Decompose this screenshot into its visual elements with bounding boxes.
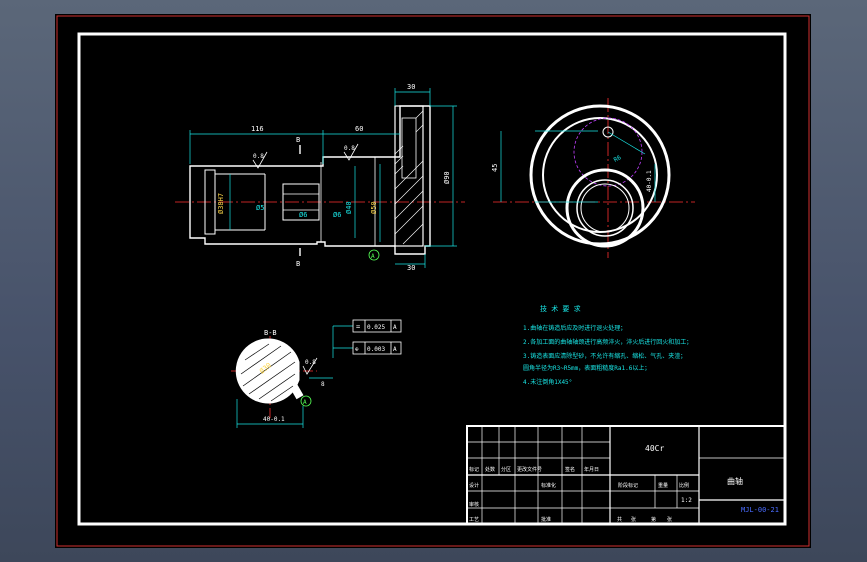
svg-text:A: A (371, 253, 375, 260)
section-depth: 40-0.1 (263, 416, 285, 423)
left-bore (204, 169, 216, 235)
tech-title: 技 术 要 求 (540, 304, 581, 313)
part-name: 曲轴 (727, 476, 743, 486)
dim-60: 60 (355, 125, 363, 133)
journal-inner-circle (576, 179, 634, 237)
svg-text:⊕: ⊕ (355, 346, 359, 353)
tech-item-2: 2.各加工面的曲轴轴颈进行高频淬火，淬火后进行回火和加工； (523, 338, 692, 346)
section-width: 8 (321, 381, 325, 388)
drawing-sheet: 116 60 30 30 Ø38H7 Ø5 Ø40 Ø6 Ø6 Ø50 Ø90 (55, 14, 811, 548)
svg-text:签名: 签名 (565, 466, 575, 473)
side-view: 45 R6 40-0.1 (491, 98, 695, 258)
svg-text:0.8: 0.8 (253, 153, 264, 160)
main-view: 116 60 30 30 Ø38H7 Ø5 Ø40 Ø6 Ø6 Ø50 Ø90 (175, 83, 465, 272)
title-block: 标记 处数 分区 更改文件号 签名 年月日 设计 标准化 审核 工艺 批准 40… (466, 425, 786, 525)
svg-text:比例: 比例 (679, 482, 689, 489)
dim-30-top: 30 (407, 83, 415, 91)
journal-outer-circle (565, 168, 645, 248)
svg-text:工艺: 工艺 (469, 517, 479, 523)
roughness-1: 0.8 (252, 151, 268, 169)
dim-30-bottom: 30 (407, 264, 415, 272)
mid-hollow (282, 183, 320, 221)
dim-side-height: 45 (491, 164, 499, 172)
section-mark-bottom: B (296, 260, 300, 268)
svg-text:年月日: 年月日 (584, 466, 599, 473)
dim-mid-small: Ø6 (333, 211, 341, 219)
dim-inner: Ø5 (256, 204, 264, 212)
tech-item-4: 圆角半径为R3~R5mm，表面粗糙度Ra1.6以上； (523, 364, 650, 372)
svg-text:重量: 重量 (658, 482, 668, 489)
tolerance-frame-1: = 0.025 A (332, 319, 402, 358)
material: 40Cr (645, 444, 664, 453)
svg-text:审核: 审核 (469, 501, 479, 508)
svg-text:0.025: 0.025 (367, 324, 385, 331)
svg-text:0.8: 0.8 (344, 145, 355, 152)
dim-mid: Ø50 (370, 201, 378, 214)
outer-border (56, 15, 810, 547)
section-roughness: 0.8 (305, 359, 316, 366)
svg-text:共: 共 (617, 516, 622, 523)
dim-116: 116 (251, 125, 264, 133)
keyway (290, 384, 304, 400)
svg-text:更改文件号: 更改文件号 (517, 466, 542, 473)
roughness-2: 0.8 (343, 143, 359, 161)
oil-hole (602, 126, 614, 138)
tech-item-3: 3.铸造表面应清除型砂，不允许有缩孔、缩松、气孔、夹渣； (523, 352, 686, 360)
flange-hatch (394, 110, 424, 245)
flange-outer-circle (529, 104, 671, 246)
svg-text:分区: 分区 (501, 466, 511, 473)
svg-text:0.003: 0.003 (367, 346, 385, 353)
drawing-canvas[interactable]: 116 60 30 30 Ø38H7 Ø5 Ø40 Ø6 Ø6 Ø50 Ø90 (55, 14, 811, 548)
section-title: B-B (264, 329, 277, 337)
flange (394, 105, 424, 247)
drawing-frame (77, 32, 787, 526)
datum-a-marker (368, 249, 380, 261)
journal-bore-circle (580, 183, 630, 233)
svg-text:第: 第 (651, 516, 656, 523)
flange-inner-circle (542, 117, 658, 233)
tech-item-1: 1.曲轴在铸造后应及时进行退火处理； (523, 324, 626, 332)
tech-item-5: 4.未注倒角1X45° (523, 378, 572, 386)
dim-neck: Ø40 (345, 201, 353, 214)
svg-text:阶段标记: 阶段标记 (618, 482, 638, 489)
svg-text:=: = (356, 323, 360, 331)
scale: 1:2 (681, 497, 692, 504)
tolerance-frame-2: ⊕ 0.003 A (333, 341, 402, 355)
svg-text:A: A (393, 324, 397, 331)
svg-text:批准: 批准 (541, 516, 551, 523)
dim-bore: Ø38H7 (217, 193, 225, 214)
svg-text:张: 张 (631, 516, 636, 523)
section-b-b: B-B Ø30 0.8 8 40-0.1 A (231, 329, 333, 428)
dim-flange: Ø90 (443, 171, 451, 184)
svg-text:张: 张 (667, 516, 672, 523)
dim-side-flange: 40-0.1 (646, 170, 653, 192)
svg-text:标记: 标记 (469, 466, 479, 473)
svg-text:标准化: 标准化 (541, 482, 556, 489)
tech-requirements: 技 术 要 求 1.曲轴在铸造后应及时进行退火处理； 2.各加工面的曲轴轴颈进行… (523, 304, 692, 386)
drawing-number: MJL-00-21 (741, 506, 779, 514)
svg-text:设计: 设计 (469, 482, 479, 489)
svg-text:处数: 处数 (485, 466, 495, 473)
section-datum: A (303, 399, 307, 406)
dim-side-radius: R6 (613, 154, 623, 164)
dim-collar: Ø6 (299, 211, 307, 219)
svg-text:A: A (393, 346, 397, 353)
section-mark-top: B (296, 136, 300, 144)
shaft-outline (189, 105, 431, 255)
